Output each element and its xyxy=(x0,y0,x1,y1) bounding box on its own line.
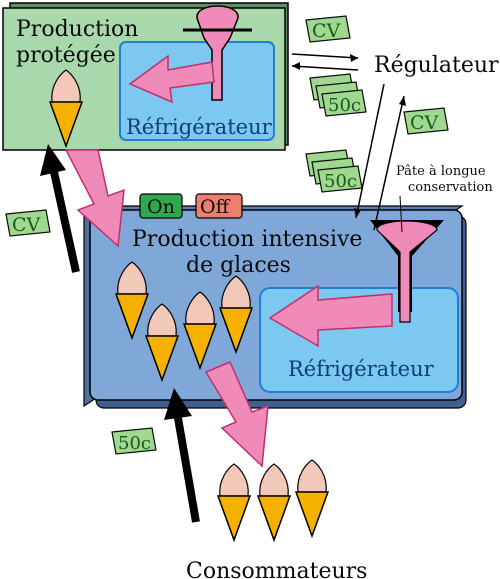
svg-text:On: On xyxy=(147,196,175,218)
regulator-intensive-arrows xyxy=(354,83,406,231)
cv-ticket-right: CV xyxy=(403,107,449,135)
main-paste-funnel xyxy=(370,220,444,323)
consumer-ice-cream-icon-2 xyxy=(257,463,291,541)
fifty-cent-stack-middle: 50c xyxy=(305,149,363,193)
main-fridge-flow-arrow xyxy=(268,284,393,348)
intensive-production-label-1: Production intensive xyxy=(132,227,362,252)
off-button[interactable]: Off xyxy=(195,193,243,219)
paste-pointer-line xyxy=(399,195,403,233)
cv-ticket-left: CV xyxy=(5,209,51,237)
regulator-label: Régulateur xyxy=(374,53,499,78)
consumers-to-intensive-arrow xyxy=(164,388,200,523)
main-refrigerator-label: Réfrigérateur xyxy=(288,357,435,381)
fifty-cent-ticket-bottom: 50c xyxy=(111,427,157,455)
top-refrigerator-label: Réfrigérateur xyxy=(126,115,273,139)
protected-production-label-1: Production xyxy=(16,17,138,42)
svg-text:Off: Off xyxy=(200,196,231,218)
on-button[interactable]: On xyxy=(139,193,183,219)
consumer-ice-cream-icon-3 xyxy=(295,459,329,537)
regulator-exchange-arrows xyxy=(291,53,359,71)
top-paste-funnel xyxy=(183,5,252,101)
top-fridge-flow-arrow xyxy=(128,54,215,104)
consumers-label: Consommateurs xyxy=(186,559,367,579)
svg-text:50c: 50c xyxy=(118,433,151,454)
protected-production-label-2: protégée xyxy=(16,43,116,68)
intensive-production-label-2: de glaces xyxy=(186,253,291,278)
svg-text:50c: 50c xyxy=(324,171,357,192)
consumer-ice-cream-icon-1 xyxy=(217,463,251,541)
paste-label-line-1: Pâte à longue xyxy=(396,164,486,179)
svg-text:CV: CV xyxy=(410,112,439,134)
intensive-to-consumers-arrow xyxy=(204,361,269,468)
cv-ticket-regulator: CV xyxy=(305,15,351,43)
svg-text:CV: CV xyxy=(12,214,41,236)
svg-text:50c: 50c xyxy=(328,95,361,116)
protected-to-intensive-arrow xyxy=(64,149,125,248)
paste-label-line-2: conservation xyxy=(408,180,493,195)
intensive-to-protected-arrow xyxy=(40,144,80,273)
fifty-cent-stack-top: 50c xyxy=(309,73,367,117)
svg-text:CV: CV xyxy=(312,20,341,42)
